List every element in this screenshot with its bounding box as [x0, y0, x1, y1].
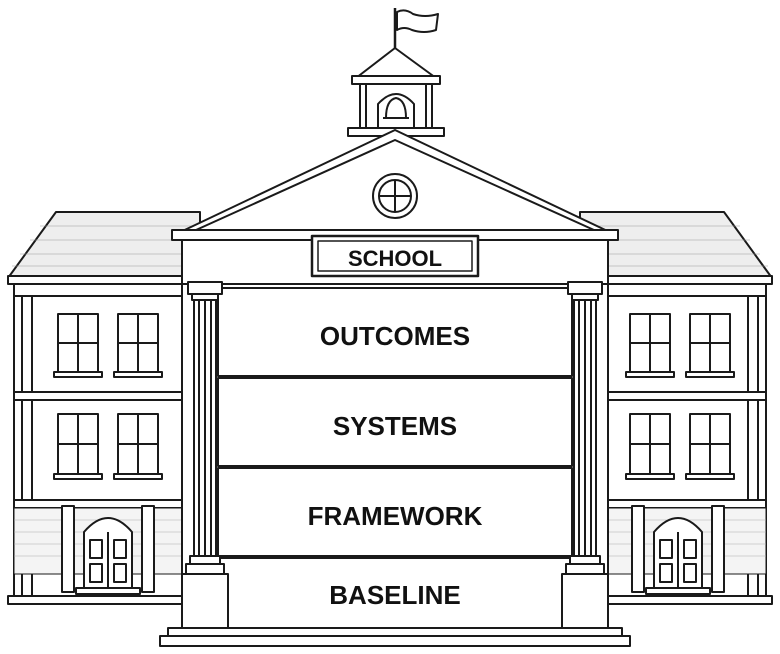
- layer-band-systems: [217, 377, 573, 467]
- school-sign-label: SCHOOL: [348, 246, 442, 271]
- left-column: [181, 281, 229, 631]
- right-wing: [579, 211, 773, 605]
- layer-band-outcomes: [217, 287, 573, 377]
- layer-label-outcomes: OUTCOMES: [320, 321, 470, 351]
- left-wing: [7, 211, 201, 605]
- right-column: [561, 281, 609, 631]
- layer-band-framework: [217, 467, 573, 557]
- cupola: [347, 8, 445, 137]
- right-door: [631, 505, 725, 595]
- layer-label-systems: SYSTEMS: [333, 411, 457, 441]
- layer-label-framework: FRAMEWORK: [308, 501, 483, 531]
- front-steps: [159, 627, 631, 647]
- school-sign: [310, 234, 480, 278]
- bell-icon: [385, 97, 407, 119]
- flag-icon: [396, 9, 439, 33]
- central-body: [181, 283, 609, 631]
- layer-label-baseline: BASELINE: [329, 580, 460, 610]
- left-door: [61, 505, 155, 595]
- pediment: [171, 129, 619, 285]
